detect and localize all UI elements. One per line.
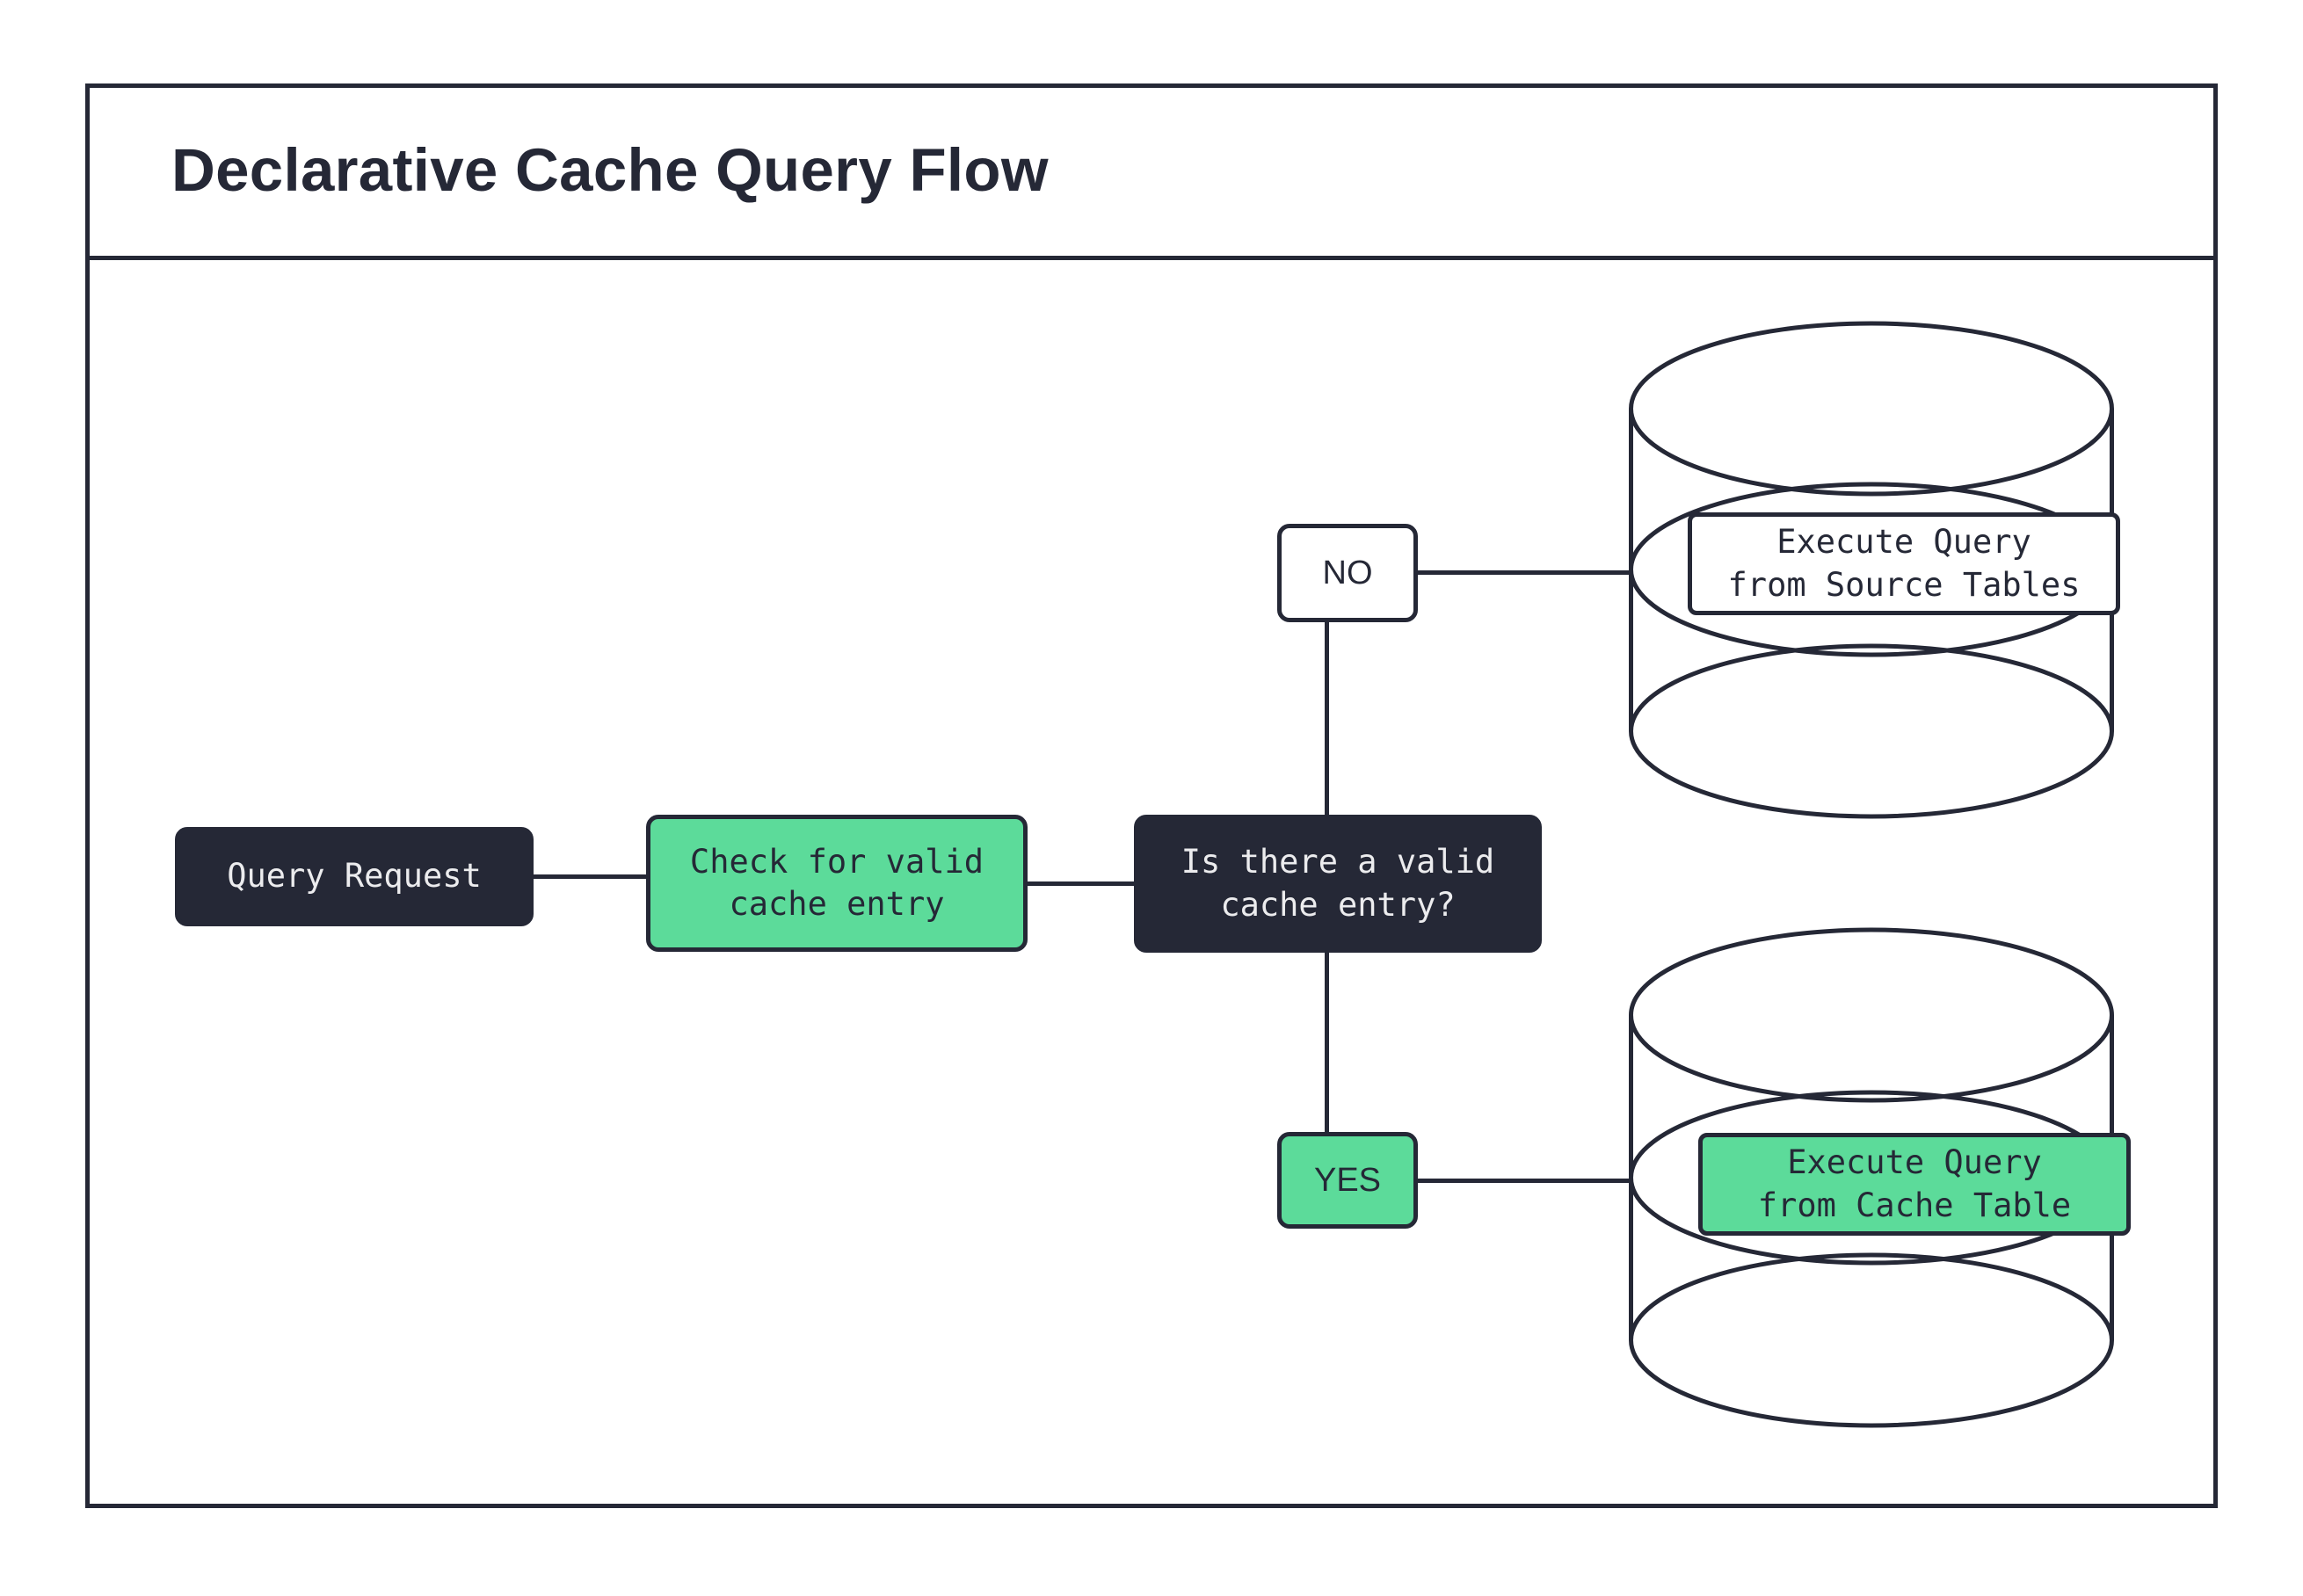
node-query-request[interactable]: Query Request	[175, 827, 534, 926]
source-db-label: Execute Query from Source Tables	[1688, 512, 2120, 615]
title-bar: Declarative Cache Query Flow	[85, 83, 2218, 260]
edge-decision-to-yes	[1325, 950, 1329, 1135]
node-check-for-valid-cache-entry[interactable]: Check for valid cache entry	[646, 815, 1028, 952]
page-title: Declarative Cache Query Flow	[171, 135, 1049, 204]
diagram-frame	[85, 83, 2218, 1508]
node-decision-valid-cache-entry[interactable]: Is there a valid cache entry?	[1134, 815, 1542, 953]
branch-label-yes[interactable]: YES	[1277, 1132, 1418, 1229]
edge-decision-to-no	[1325, 621, 1329, 817]
branch-label-no[interactable]: NO	[1277, 524, 1418, 622]
edge-yes-to-cache-db	[1415, 1179, 1633, 1183]
edge-no-to-source-db	[1415, 570, 1633, 575]
database-cylinder-cache	[1629, 927, 2114, 1428]
edge-request-to-check	[532, 874, 648, 879]
database-cylinder-source	[1629, 321, 2114, 819]
cache-db-label: Execute Query from Cache Table	[1698, 1133, 2131, 1236]
edge-check-to-decision	[1026, 881, 1136, 886]
